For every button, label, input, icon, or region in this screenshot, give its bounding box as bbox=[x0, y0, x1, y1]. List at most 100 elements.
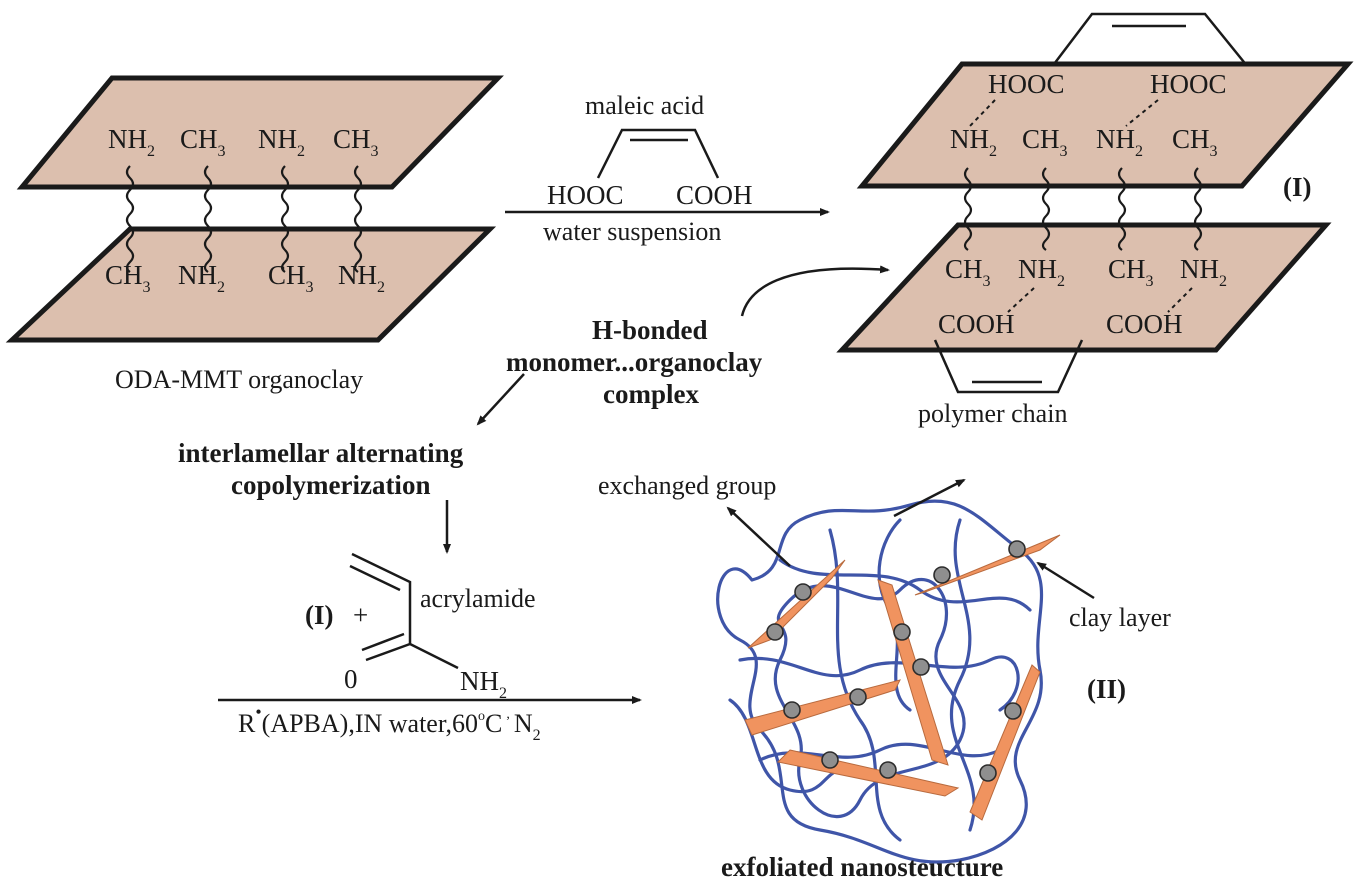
callout-arrow bbox=[740, 265, 890, 317]
group-label: NH2 bbox=[950, 124, 997, 160]
group-label: CH3 bbox=[333, 124, 379, 160]
acrylamide-label: acrylamide bbox=[420, 584, 536, 613]
group-label: NH2 bbox=[1018, 254, 1065, 290]
exchanged-group-dot bbox=[794, 583, 812, 601]
clay-layer bbox=[877, 579, 949, 766]
hydrogen-bond bbox=[1167, 287, 1193, 313]
polymer-bridge-bottom bbox=[933, 339, 1084, 394]
complex-I-label: (I) bbox=[1283, 172, 1312, 202]
condition-label: R•(APBA),IN water,60oC,N2 bbox=[238, 702, 541, 744]
clay-layer bbox=[914, 534, 1061, 596]
group-label: NH2 bbox=[108, 124, 155, 160]
carbonyl-oxygen-label: 0 bbox=[344, 664, 358, 694]
exchanged-group-dot bbox=[1008, 540, 1026, 558]
network-strand bbox=[949, 518, 976, 832]
step2-label-line1: interlamellar alternating bbox=[178, 438, 464, 468]
exchanged-group-dot bbox=[979, 764, 997, 782]
product-caption: exfoliated nanosteucture bbox=[721, 852, 1003, 882]
alkyl-chain bbox=[1041, 167, 1051, 251]
complex-label-line3: complex bbox=[603, 379, 699, 409]
group-label: CH3 bbox=[1108, 254, 1154, 290]
network-arrow bbox=[893, 478, 966, 518]
acid-group-label: COOH bbox=[938, 309, 1015, 339]
polymer-chain-caption: polymer chain bbox=[918, 399, 1067, 428]
exchanged-group-dot bbox=[893, 623, 911, 641]
clay-plate-top-left bbox=[16, 75, 504, 190]
step1-reaction: maleic acid HOOC COOH water suspension bbox=[505, 91, 830, 246]
exchanged-group-dot bbox=[879, 761, 897, 779]
hydrogen-bond bbox=[1007, 287, 1035, 313]
acrylamide-carbonyl-double-bond bbox=[361, 632, 405, 652]
hooc-label: HOOC bbox=[547, 180, 624, 210]
group-label: CH3 bbox=[1172, 124, 1218, 160]
clay-plate-bottom-left bbox=[5, 226, 497, 343]
clay-layer bbox=[744, 679, 901, 736]
reactant-label: (I) bbox=[305, 600, 334, 630]
exfoliated-nanostructure: exchanged group clay layer (II) exfoliat… bbox=[598, 471, 1171, 882]
clay-plate-top-right bbox=[856, 61, 1354, 189]
cooh-label: COOH bbox=[676, 180, 753, 210]
step2-reaction: interlamellar alternating copolymerizati… bbox=[178, 373, 642, 744]
hydrogen-bond bbox=[1125, 99, 1159, 127]
network-strand bbox=[828, 528, 902, 842]
complex-I: HOOC HOOC NH2 CH3 NH2 CH3 CH3 NH2 CH3 NH… bbox=[836, 12, 1354, 428]
maleic-acid-structure bbox=[596, 128, 720, 179]
clay-layer bbox=[969, 664, 1041, 821]
organoclay-left: NH2 CH3 NH2 CH3 CH3 NH2 CH3 NH2 ODA-MMT … bbox=[5, 75, 504, 394]
network-strand bbox=[773, 577, 966, 819]
acid-group-label: HOOC bbox=[1150, 69, 1227, 99]
group-label: CH3 bbox=[180, 124, 226, 160]
reagent-label: maleic acid bbox=[585, 91, 704, 120]
alkyl-chain bbox=[1193, 167, 1203, 251]
polymer-network bbox=[716, 499, 1044, 864]
group-label: NH2 bbox=[1180, 254, 1227, 290]
exchanged-group-arrow bbox=[726, 506, 791, 567]
alkyl-chain bbox=[963, 167, 973, 251]
acid-group-label: HOOC bbox=[988, 69, 1065, 99]
group-label: CH3 bbox=[945, 254, 991, 290]
exchanged-group-dot bbox=[849, 688, 867, 706]
exchanged-group-dot bbox=[821, 751, 839, 769]
step2-label-line2: copolymerization bbox=[231, 470, 430, 500]
amine-label: NH2 bbox=[460, 666, 507, 702]
diagonal-arrow bbox=[476, 373, 525, 426]
alkyl-chain bbox=[125, 165, 135, 273]
complex-label-line2: monomer...organoclay bbox=[506, 347, 763, 377]
alkyl-chain bbox=[353, 165, 363, 273]
group-label: NH2 bbox=[338, 260, 385, 296]
product-II-label: (II) bbox=[1087, 674, 1126, 704]
exchanged-group-dot bbox=[933, 566, 951, 584]
alkyl-chain bbox=[1117, 167, 1127, 251]
acid-group-label: COOH bbox=[1106, 309, 1183, 339]
condition-label: water suspension bbox=[543, 217, 721, 246]
acrylamide-vinyl-double-bond bbox=[349, 564, 401, 592]
clay-layer-label: clay layer bbox=[1069, 603, 1171, 632]
network-strand bbox=[716, 499, 1044, 864]
group-label: NH2 bbox=[178, 260, 225, 296]
polymer-bridge-top bbox=[1047, 12, 1253, 73]
acrylamide-carbonyl-bond bbox=[365, 642, 411, 662]
group-label: NH2 bbox=[1096, 124, 1143, 160]
plus-sign: + bbox=[353, 600, 368, 630]
hydrogen-bond bbox=[969, 99, 996, 127]
exchanged-group-dot bbox=[1004, 702, 1022, 720]
group-label: CH3 bbox=[268, 260, 314, 296]
alkyl-chain bbox=[280, 165, 290, 273]
group-label: CH3 bbox=[1022, 124, 1068, 160]
group-label: NH2 bbox=[258, 124, 305, 160]
exchanged-group-dot bbox=[783, 701, 801, 719]
group-label: CH3 bbox=[105, 260, 151, 296]
network-strand bbox=[778, 558, 1032, 612]
exchanged-group-label: exchanged group bbox=[598, 471, 776, 500]
exchanged-group-dot bbox=[766, 623, 784, 641]
acrylamide-structure bbox=[351, 552, 459, 670]
exchanged-group-markers bbox=[766, 540, 1026, 782]
clay-layer bbox=[747, 559, 846, 649]
complex-callout: H-bonded monomer...organoclay complex bbox=[506, 265, 890, 409]
complex-label-line1: H-bonded bbox=[592, 315, 708, 345]
exchanged-group-dot bbox=[912, 658, 930, 676]
clay-layer-arrow bbox=[1036, 561, 1095, 600]
organoclay-caption: ODA-MMT organoclay bbox=[115, 365, 363, 394]
